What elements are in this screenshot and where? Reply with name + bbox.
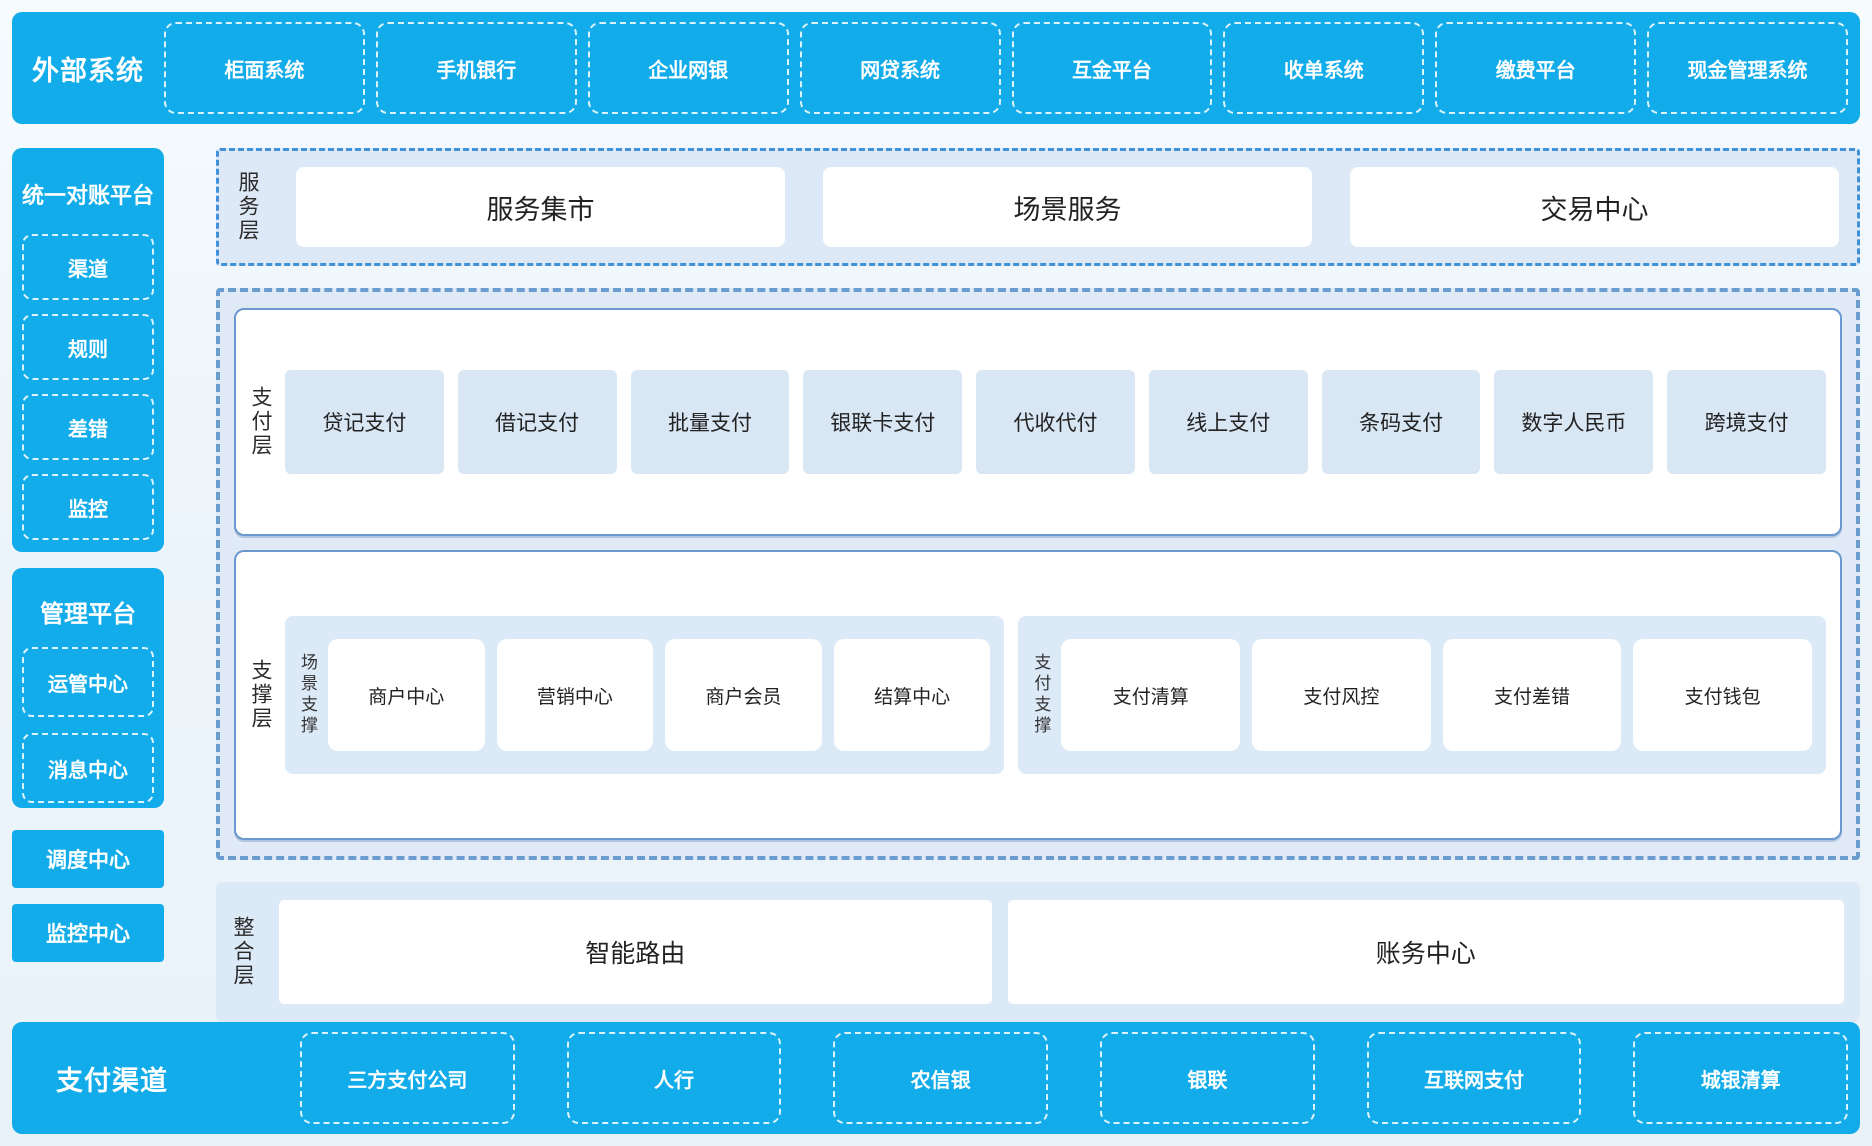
- external-systems-items: 柜面系统 手机银行 企业网银 网贷系统 互金平台 收单系统 缴费平台 现金管理系…: [164, 22, 1848, 114]
- service-layer: 服务层 服务集市 场景服务 交易中心: [216, 148, 1860, 266]
- payment-channel-item: 人行: [566, 1032, 782, 1124]
- payment-channel-item: 互联网支付: [1366, 1032, 1582, 1124]
- scenario-service-box: 场景服务: [823, 167, 1312, 247]
- support-layer: 支撑层 场景支撑 商户中心 营销中心 商户会员 结算中心 支付支撑 支付清算: [234, 550, 1842, 840]
- support-item: 支付差错: [1442, 639, 1622, 752]
- service-market-box: 服务集市: [296, 167, 785, 247]
- payment-item: 贷记支付: [285, 370, 444, 475]
- reconciliation-item: 规则: [22, 314, 154, 380]
- external-system-item: 网贷系统: [799, 22, 1001, 114]
- left-column: 统一对账平台 渠道 规则 差错 监控 管理平台 运管中心 消息中心 调度中心 监…: [12, 148, 164, 1022]
- payment-item: 数字人民币: [1494, 370, 1654, 475]
- main-column: 服务层 服务集市 场景服务 交易中心 支付层 贷记支付 借记支付 批量支付 银联…: [216, 148, 1860, 1022]
- payment-channel-item: 城银清算: [1633, 1032, 1849, 1124]
- smart-routing-box: 智能路由: [279, 900, 992, 1004]
- service-layer-label: 服务层: [236, 171, 259, 243]
- payment-channels-title: 支付渠道: [56, 1065, 168, 1096]
- payment-channels-items: 三方支付公司 人行 农信银 银联 互联网支付 城银清算: [300, 1032, 1849, 1124]
- management-item: 消息中心: [22, 733, 154, 803]
- reconciliation-platform-panel: 统一对账平台 渠道 规则 差错 监控: [12, 148, 164, 552]
- payment-item: 银联卡支付: [803, 370, 963, 475]
- external-systems-title: 外部系统: [32, 55, 144, 86]
- external-system-item: 手机银行: [375, 22, 577, 114]
- payment-layer-label: 支付层: [249, 386, 272, 459]
- reconciliation-item: 监控: [22, 474, 154, 540]
- support-item: 营销中心: [496, 639, 654, 752]
- reconciliation-platform-title: 统一对账平台: [21, 183, 154, 208]
- support-item: 支付风控: [1252, 639, 1431, 752]
- payment-item: 借记支付: [457, 370, 617, 475]
- accounting-center-box: 账务中心: [1007, 900, 1844, 1004]
- payment-item: 批量支付: [630, 370, 790, 475]
- payment-item: 跨境支付: [1667, 370, 1827, 475]
- payment-channel-item: 三方支付公司: [300, 1032, 515, 1124]
- external-system-item: 收单系统: [1223, 22, 1425, 114]
- support-item: 支付钱包: [1633, 639, 1812, 752]
- scenario-support-label: 场景支撑: [298, 653, 317, 738]
- external-system-item: 互金平台: [1011, 22, 1213, 114]
- monitor-center-box: 监控中心: [12, 904, 164, 962]
- payment-item: 线上支付: [1148, 370, 1308, 475]
- management-item: 运管中心: [22, 647, 154, 717]
- payment-item: 条码支付: [1321, 370, 1481, 475]
- payment-layer: 支付层 贷记支付 借记支付 批量支付 银联卡支付 代收代付 线上支付 条码支付 …: [234, 308, 1842, 537]
- external-system-item: 现金管理系统: [1647, 22, 1848, 114]
- payment-channel-item: 农信银: [833, 1032, 1049, 1124]
- transaction-center-box: 交易中心: [1350, 167, 1839, 247]
- core-layers-container: 支付层 贷记支付 借记支付 批量支付 银联卡支付 代收代付 线上支付 条码支付 …: [216, 288, 1860, 860]
- payment-channel-item: 银联: [1100, 1032, 1315, 1124]
- management-platform-panel: 管理平台 运管中心 消息中心: [12, 568, 164, 808]
- payment-support-label: 支付支撑: [1031, 653, 1051, 738]
- payment-support-group: 支付支撑 支付清算 支付风控 支付差错 支付钱包: [1018, 616, 1826, 775]
- integration-layer: 整合层 智能路由 账务中心: [216, 882, 1860, 1022]
- integration-layer-label: 整合层: [231, 916, 254, 988]
- external-system-item: 缴费平台: [1435, 22, 1637, 114]
- support-item: 商户会员: [665, 639, 822, 752]
- dispatch-center-box: 调度中心: [12, 830, 164, 888]
- support-item: 商户中心: [328, 639, 485, 752]
- management-platform-title: 管理平台: [40, 601, 136, 628]
- support-item: 支付清算: [1061, 639, 1241, 752]
- support-layer-label: 支撑层: [249, 659, 272, 732]
- reconciliation-item: 差错: [22, 394, 154, 460]
- external-system-item: 柜面系统: [164, 22, 365, 114]
- external-systems-bar: 外部系统 柜面系统 手机银行 企业网银 网贷系统 互金平台 收单系统 缴费平台 …: [12, 12, 1860, 124]
- external-system-item: 企业网银: [587, 22, 789, 114]
- payment-channels-bar: 支付渠道 三方支付公司 人行 农信银 银联 互联网支付 城银清算: [12, 1022, 1860, 1134]
- reconciliation-item: 渠道: [22, 234, 154, 300]
- payment-layer-items: 贷记支付 借记支付 批量支付 银联卡支付 代收代付 线上支付 条码支付 数字人民…: [285, 370, 1827, 475]
- payment-item: 代收代付: [976, 370, 1135, 475]
- scenario-support-group: 场景支撑 商户中心 营销中心 商户会员 结算中心: [285, 616, 1005, 775]
- support-item: 结算中心: [833, 639, 991, 752]
- support-layer-groups: 场景支撑 商户中心 营销中心 商户会员 结算中心 支付支撑 支付清算 支付风控 …: [285, 616, 1826, 775]
- middle-section: 统一对账平台 渠道 规则 差错 监控 管理平台 运管中心 消息中心 调度中心 监…: [12, 148, 1860, 1022]
